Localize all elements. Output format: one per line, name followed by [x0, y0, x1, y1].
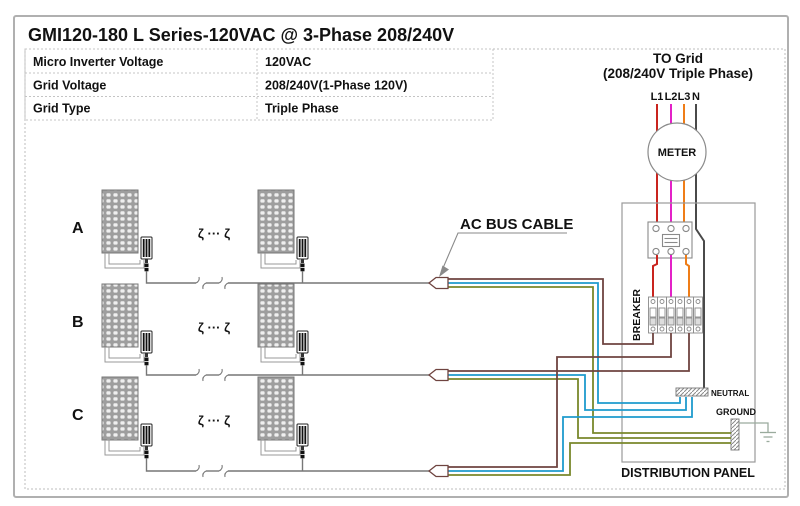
spec-row-label: Grid Voltage: [33, 79, 106, 93]
spec-row-label: Micro Inverter Voltage: [33, 55, 163, 69]
row-label-c: C: [72, 407, 84, 424]
solar-panel: [101, 376, 139, 441]
cable-b-ground: [434, 378, 731, 439]
spec-table: [24, 48, 494, 121]
cable-b-neutral: [434, 374, 687, 411]
breaker-module: [684, 296, 694, 334]
solar-row-a: A ζ ··· ζ: [72, 189, 430, 290]
row-label-b: B: [72, 314, 84, 331]
breaker-module: [657, 296, 667, 334]
to-grid-header: TO Grid (208/240V Triple Phase) L1 L2 L3…: [603, 51, 753, 103]
cable-connector-cap: [427, 368, 449, 382]
micro-inverter-icon: [140, 330, 153, 366]
cable-connector-cap: [427, 276, 449, 290]
breaker-module: [648, 296, 658, 334]
solar-panel: [257, 283, 295, 348]
micro-inverter-icon: [296, 423, 309, 459]
spec-row-value: Triple Phase: [265, 102, 339, 116]
micro-inverter-icon: [140, 423, 153, 459]
spec-row-value: 208/240V(1-Phase 120V): [265, 79, 407, 93]
panel-inverter-wires: [104, 347, 301, 363]
callout-arrowhead: [439, 265, 449, 277]
micro-inverter-icon: [296, 330, 309, 366]
cable-a-ground: [434, 286, 731, 434]
page-title: GMI120-180 L Series-120VAC @ 3-Phase 208…: [28, 25, 454, 45]
breaker-module: [675, 296, 685, 334]
phase-label-l1: L1: [651, 91, 664, 103]
spec-table-border: [24, 48, 494, 121]
page-border: [13, 15, 789, 498]
breaker-label: BREAKER: [631, 289, 643, 341]
meter-label: METER: [658, 147, 697, 159]
phase-label-n: N: [692, 91, 700, 103]
spec-row-value: 120VAC: [265, 55, 311, 69]
breaker-bank: [648, 296, 703, 334]
row-label-a: A: [72, 220, 84, 237]
phase-label-l2: L2: [665, 91, 678, 103]
cable-c-line: [434, 333, 672, 468]
cable-b-line: [434, 333, 690, 372]
to-grid-line1: TO Grid: [653, 51, 703, 66]
micro-inverter-icon: [296, 236, 309, 272]
breaker-module: [693, 296, 703, 334]
ac-bus-cables: [427, 276, 731, 478]
spec-table-text: Micro Inverter Voltage 120VAC Grid Volta…: [33, 55, 407, 116]
meter: METER: [647, 122, 707, 182]
solar-row-c: C ζ ··· ζ: [72, 376, 430, 478]
switch-to-breaker-wires: [652, 255, 690, 299]
array-continuation-symbol: ζ ··· ζ: [198, 413, 230, 428]
cable-connector-cap: [427, 464, 449, 478]
array-continuation-symbol: ζ ··· ζ: [198, 320, 230, 335]
main-switch: [647, 221, 693, 259]
branch-bus-line: [145, 365, 430, 382]
branch-bus-line: [145, 458, 430, 478]
array-continuation-symbol: ζ ··· ζ: [198, 226, 230, 241]
cable-a-line: [434, 278, 654, 345]
earth-ground-icon: [739, 422, 776, 443]
solar-panel: [101, 283, 139, 348]
phase-label-l3: L3: [678, 91, 691, 103]
panel-inverter-wires: [104, 440, 301, 456]
ground-label: GROUND: [716, 407, 756, 417]
neutral-bus: NEUTRAL: [675, 387, 749, 398]
branch-bus-line: [145, 271, 430, 290]
ac-bus-cable-callout: AC BUS CABLE: [439, 216, 573, 277]
ac-bus-cable-label: AC BUS CABLE: [460, 216, 573, 233]
distribution-panel-label: DISTRIBUTION PANEL: [621, 466, 755, 480]
solar-row-b: B ζ ··· ζ: [72, 283, 430, 382]
spec-row-label: Grid Type: [33, 102, 90, 116]
to-grid-line2: (208/240V Triple Phase): [603, 66, 753, 81]
callout-leader-line: [442, 232, 567, 269]
breaker-module: [666, 296, 676, 334]
cable-a-neutral: [434, 282, 681, 404]
micro-inverter-icon: [140, 236, 153, 272]
solar-panel: [257, 376, 295, 441]
panel-inverter-wires: [104, 253, 301, 269]
neutral-label: NEUTRAL: [711, 389, 749, 398]
cable-c-neutral: [434, 397, 693, 472]
solar-panel: [101, 189, 139, 254]
distribution-panel-box: [621, 202, 756, 463]
solar-panel: [257, 189, 295, 254]
cable-c-ground: [434, 442, 731, 476]
ground-bus: GROUND: [716, 407, 776, 451]
